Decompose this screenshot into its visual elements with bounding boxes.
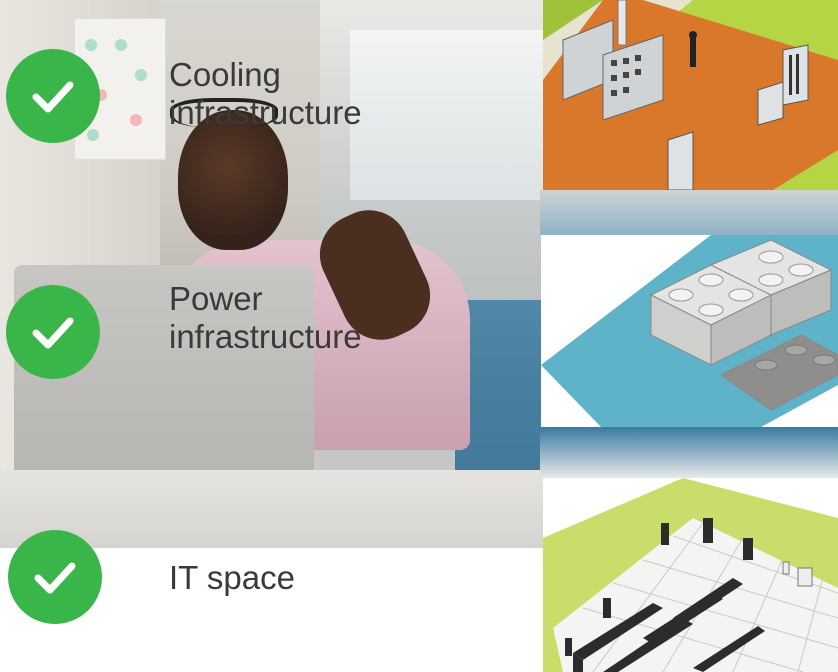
cooling-illustration (543, 0, 838, 190)
it-space-label: IT space (169, 559, 295, 597)
it-space-label-line1: IT space (169, 559, 295, 596)
power-check-icon (6, 285, 100, 379)
cooling-label: Cooling infrastructure (169, 56, 362, 132)
power-label: Power infrastructure (169, 280, 362, 356)
power-label-line2: infrastructure (169, 318, 362, 355)
cooling-check-icon (6, 49, 100, 143)
it-space-illustration (543, 478, 838, 672)
cooling-label-line1: Cooling (169, 56, 281, 93)
power-illustration (541, 235, 838, 427)
cooling-label-line2: infrastructure (169, 94, 362, 131)
it-space-check-icon (8, 530, 102, 624)
power-label-line1: Power (169, 280, 263, 317)
